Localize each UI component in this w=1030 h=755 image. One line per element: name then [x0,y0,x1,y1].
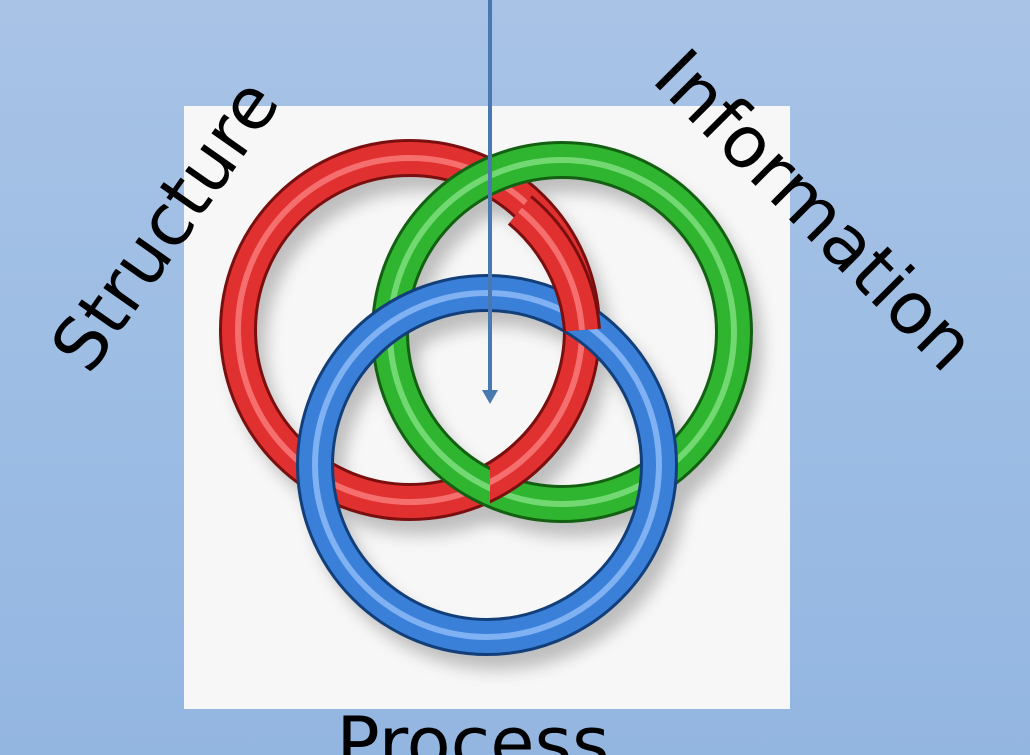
blue-ring [296,274,678,656]
arrow [482,0,498,404]
red-ring-over-green [507,195,601,332]
process-label: Process [336,701,610,755]
